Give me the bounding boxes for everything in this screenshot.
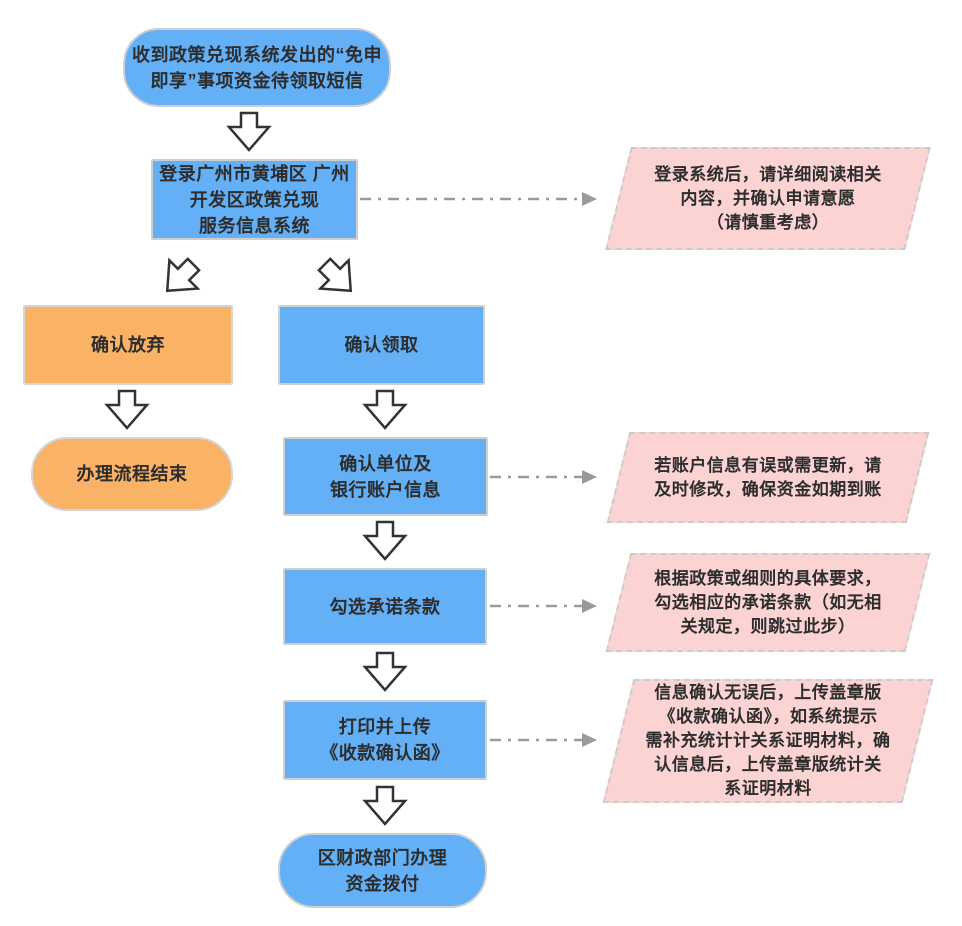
- node-confirm-account-info: 确认单位及 银行账户信息: [283, 437, 488, 516]
- node-login-system: 登录广州市黄埔区 广州 开发区政策兑现 服务信息系统: [151, 159, 358, 240]
- node-upload-receipt-letter: 打印并上传 《收款确认函》: [283, 700, 487, 780]
- connector-dashdot-account-note: [490, 470, 597, 484]
- note-upload-instruction: 信息确认无误后，上传盖章版 《收款确认函》，如系统提示 需补充统计计关系证明材料…: [602, 679, 934, 803]
- node-process-end: 办理流程结束: [31, 437, 233, 511]
- down-arrow-icon: [363, 785, 407, 826]
- node-fund-disbursement: 区财政部门办理 资金拨付: [278, 833, 487, 908]
- note-text: 若账户信息有误或需更新，请 及时修改，确保资金如期到账: [654, 455, 882, 499]
- down-arrow-icon: [363, 520, 407, 561]
- connector-dashdot-upload-note: [490, 733, 597, 747]
- down-arrow-icon: [105, 389, 149, 430]
- note-text: 根据政策或细则的具体要求， 勾选相应的承诺条款（如无相 关规定，则跳过此步）: [654, 568, 882, 636]
- node-confirm-abandon: 确认放弃: [23, 305, 233, 385]
- down-arrow-icon: [363, 389, 407, 430]
- split-right-arrow-icon: [309, 249, 367, 307]
- connector-dashdot-login-note: [360, 192, 597, 206]
- note-text: 信息确认无误后，上传盖章版 《收款确认函》，如系统提示 需补充统计计关系证明材料…: [645, 683, 891, 798]
- note-account-update: 若账户信息有误或需更新，请 及时修改，确保资金如期到账: [606, 432, 930, 523]
- node-receive-sms: 收到政策兑现系统发出的“免申 即享”事项资金待领取短信: [123, 28, 391, 107]
- node-check-commitment-terms: 勾选承诺条款: [283, 568, 487, 645]
- node-confirm-claim: 确认领取: [278, 305, 485, 385]
- note-terms-requirement: 根据政策或细则的具体要求， 勾选相应的承诺条款（如无相 关规定，则跳过此步）: [605, 553, 931, 652]
- split-left-arrow-icon: [151, 249, 209, 307]
- down-arrow-icon: [363, 651, 407, 692]
- connector-dashdot-terms-note: [490, 599, 597, 613]
- down-arrow-icon: [227, 111, 271, 152]
- note-login-instruction: 登录系统后，请详细阅读相关 内容，并确认申请意愿 （请慎重考虑）: [605, 147, 931, 250]
- note-text: 登录系统后，请详细阅读相关 内容，并确认申请意愿 （请慎重考虑）: [654, 164, 882, 232]
